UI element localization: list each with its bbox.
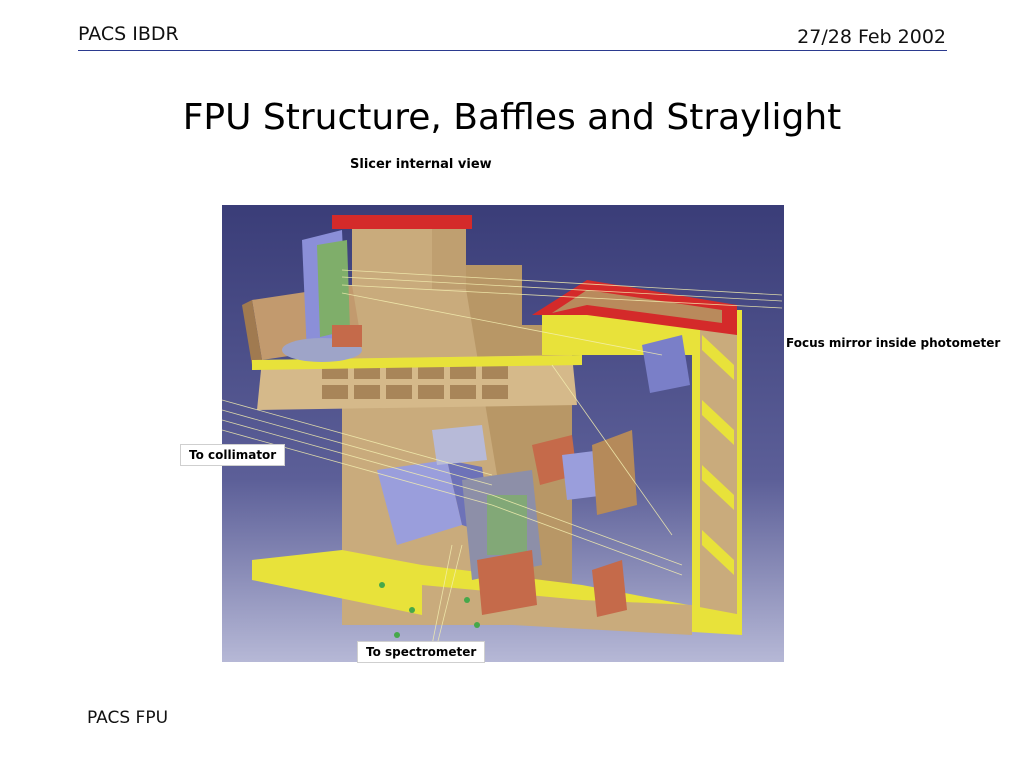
callout-to-collimator: To collimator bbox=[180, 444, 286, 466]
slide-title: FPU Structure, Baffles and Straylight bbox=[182, 97, 842, 138]
callout-focus-mirror: Focus mirror inside photometer bbox=[786, 336, 1001, 350]
header-divider bbox=[78, 50, 947, 51]
header-date: 27/28 Feb 2002 bbox=[797, 26, 946, 48]
slicer-cad-render bbox=[222, 205, 784, 662]
callout-to-spectrometer: To spectrometer bbox=[357, 641, 486, 663]
slide-subtitle: Slicer internal view bbox=[350, 157, 492, 172]
footer-label: PACS FPU bbox=[87, 708, 169, 728]
header-left-label: PACS IBDR bbox=[78, 23, 179, 45]
